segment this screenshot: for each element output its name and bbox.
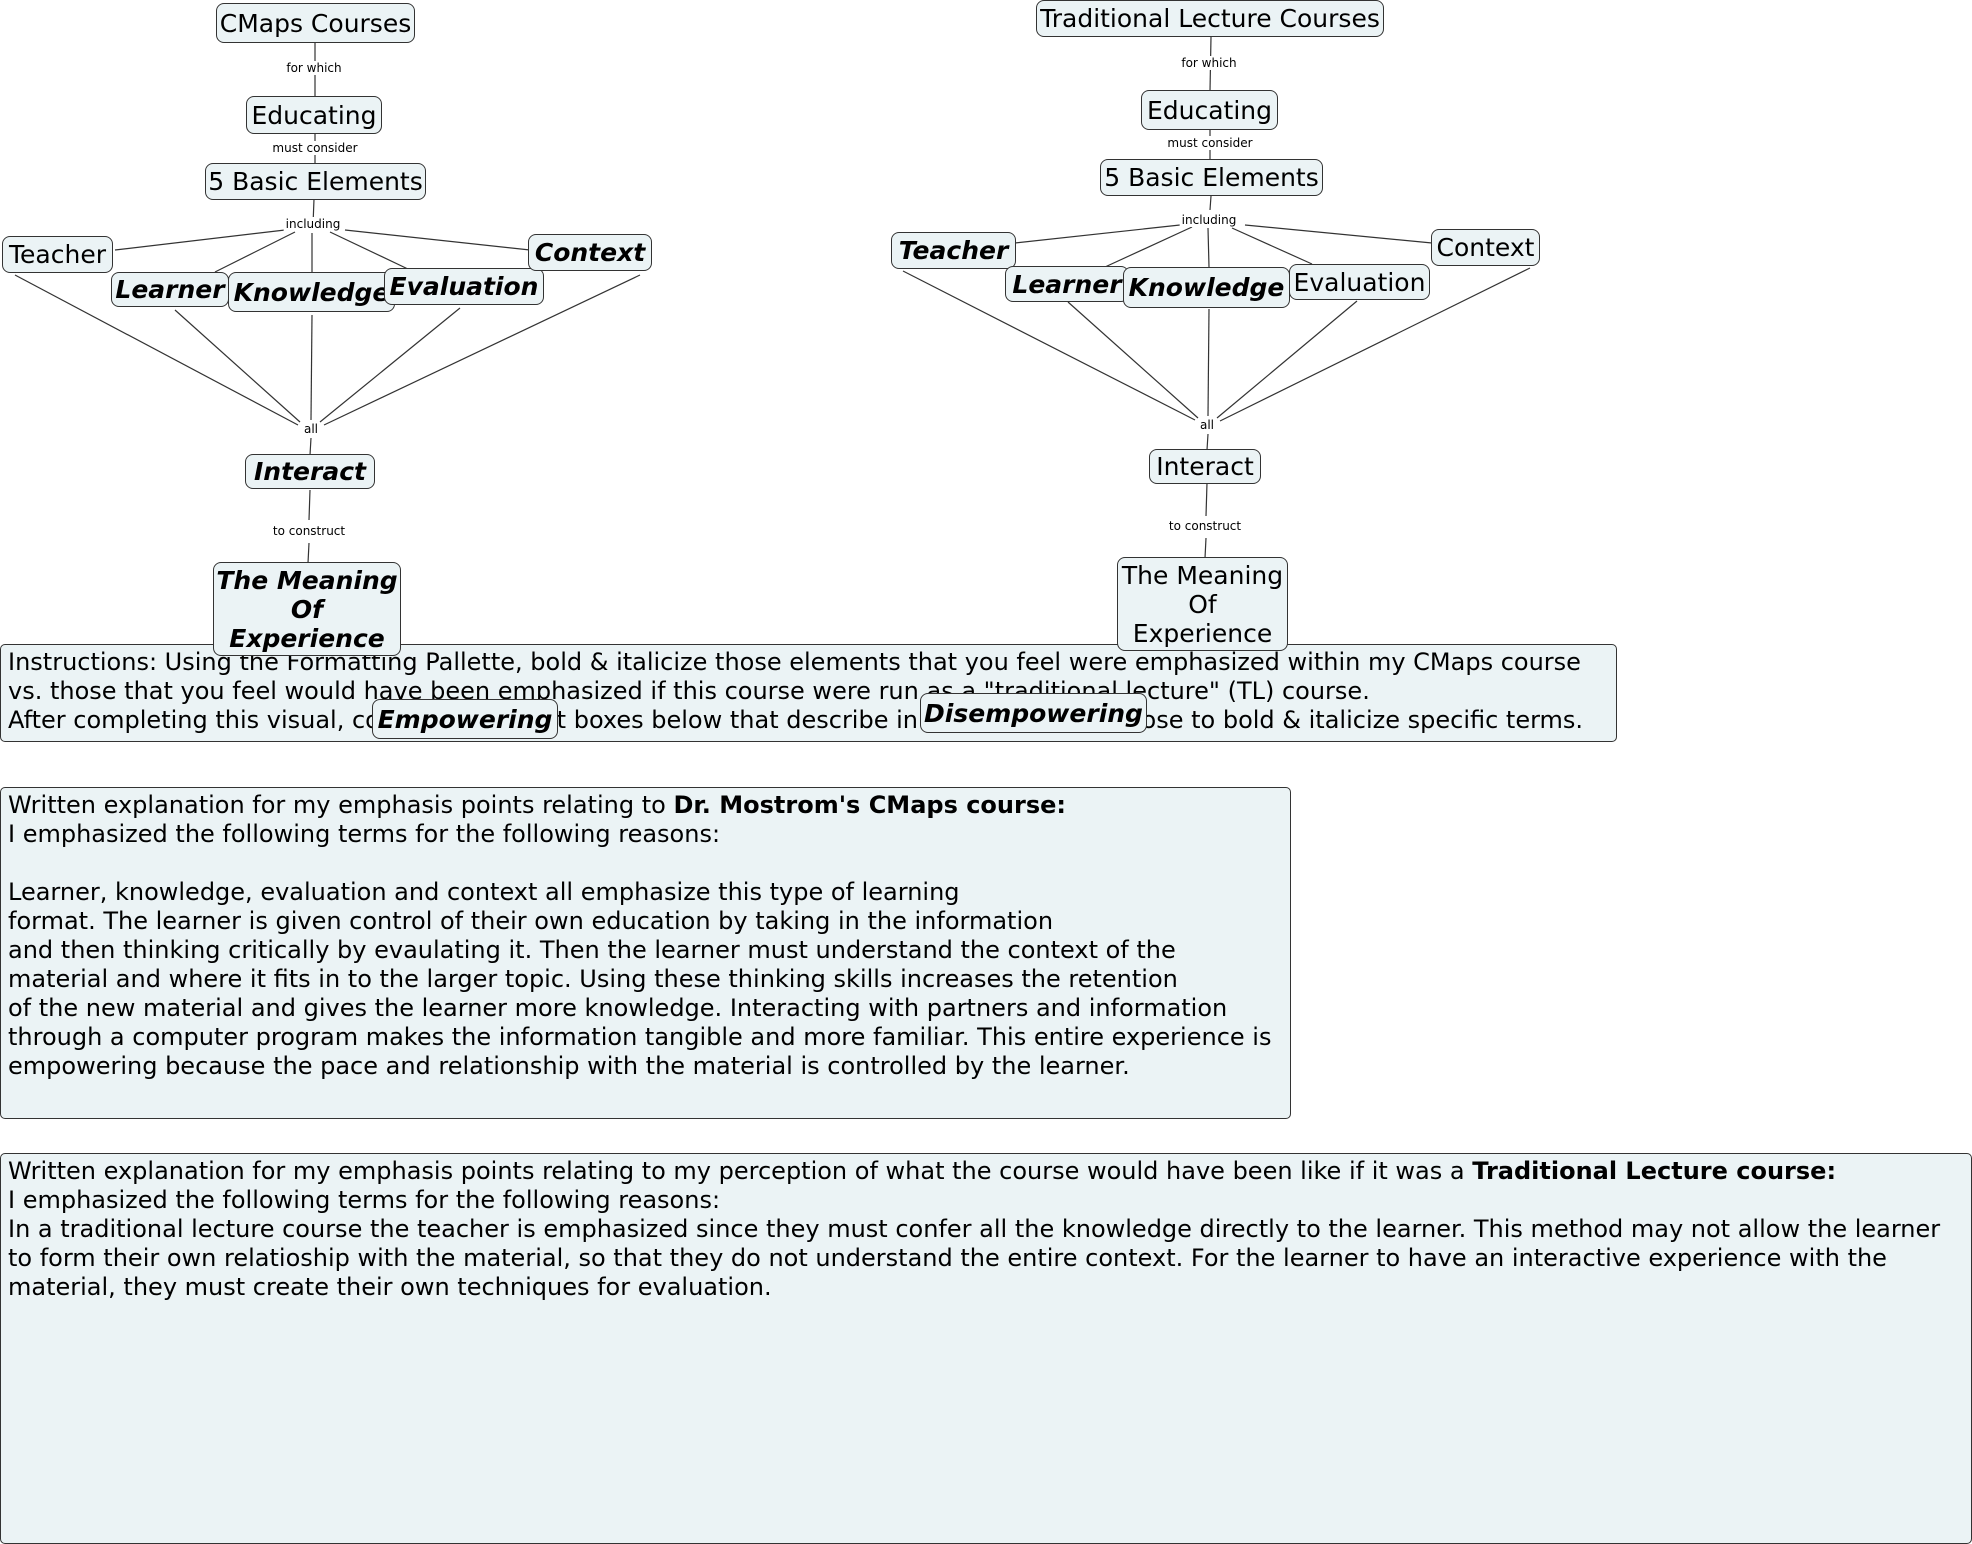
paragraph-line: In a traditional lecture course the teac… bbox=[8, 1215, 1941, 1243]
concept-meaning-of-experience[interactable]: The Meaning Of Experience bbox=[213, 562, 401, 656]
paragraph-line: through a computer program makes the inf… bbox=[8, 1023, 1272, 1051]
concept-educating[interactable]: Educating bbox=[1141, 90, 1278, 130]
cmaps-explanation-heading: Written explanation for my emphasis poin… bbox=[8, 791, 1067, 819]
link-line bbox=[1014, 224, 1181, 244]
concept-interact[interactable]: Interact bbox=[245, 454, 375, 489]
link-label-including: including bbox=[1179, 213, 1239, 227]
meaning-line-1: The Meaning bbox=[1121, 560, 1284, 590]
link-line bbox=[309, 437, 312, 456]
link-line bbox=[1204, 537, 1207, 559]
concept-evaluation[interactable]: Evaluation bbox=[384, 268, 544, 305]
link-line bbox=[308, 489, 311, 521]
link-label-for-which: for which bbox=[1179, 56, 1239, 70]
link-label-all: all bbox=[301, 422, 321, 436]
meaning-line-3: Experience bbox=[1132, 618, 1273, 648]
concept-learner[interactable]: Learner bbox=[111, 272, 229, 307]
paragraph-line: Learner, knowledge, evaluation and conte… bbox=[8, 878, 960, 906]
link-line bbox=[1067, 301, 1199, 419]
instructions-line-3: After completing this visual, complete t… bbox=[8, 706, 1584, 734]
link-line bbox=[1104, 226, 1193, 268]
link-line bbox=[1219, 267, 1531, 422]
meaning-line-3: Experience bbox=[229, 623, 385, 653]
concept-5-basic-elements[interactable]: 5 Basic Elements bbox=[1100, 159, 1323, 196]
link-label-all: all bbox=[1197, 418, 1217, 432]
link-line bbox=[1231, 227, 1313, 265]
paragraph-line: and then thinking critically by evaulati… bbox=[8, 936, 1176, 964]
link-line bbox=[307, 542, 310, 564]
paragraph-line: material, they must create their own tec… bbox=[8, 1273, 772, 1301]
concept-educating[interactable]: Educating bbox=[246, 96, 382, 134]
link-label-to-construct: to construct bbox=[270, 524, 348, 538]
link-line bbox=[310, 314, 313, 421]
meaning-line-2: Of bbox=[290, 594, 324, 624]
paragraph-line: to form their own relatioship with the m… bbox=[8, 1244, 1887, 1272]
link-label-including: including bbox=[283, 217, 343, 231]
link-line bbox=[329, 231, 411, 271]
tl-explanation-heading: Written explanation for my emphasis poin… bbox=[8, 1157, 1837, 1185]
tl-explanation-box[interactable]: Written explanation for my emphasis poin… bbox=[0, 1153, 1972, 1544]
link-line bbox=[114, 229, 286, 251]
link-label-for-which: for which bbox=[284, 61, 344, 75]
concept-knowledge[interactable]: Knowledge bbox=[1123, 267, 1290, 308]
concept-meaning-of-experience[interactable]: The Meaning Of Experience bbox=[1117, 557, 1288, 651]
instructions-line-2: vs. those that you feel would have been … bbox=[8, 677, 1370, 705]
link-line bbox=[174, 309, 301, 423]
concept-cmaps-courses[interactable]: CMaps Courses bbox=[216, 3, 415, 43]
paragraph-line: empowering because the pace and relation… bbox=[8, 1052, 1130, 1080]
cmaps-explanation-intro: I emphasized the following terms for the… bbox=[8, 820, 721, 848]
meaning-line-2: Of bbox=[1188, 589, 1217, 619]
blank-line bbox=[8, 849, 1283, 878]
link-line bbox=[344, 229, 531, 251]
tl-explanation-intro: I emphasized the following terms for the… bbox=[8, 1186, 721, 1214]
link-line bbox=[1205, 482, 1208, 517]
concept-teacher[interactable]: Teacher bbox=[891, 232, 1016, 269]
link-line bbox=[14, 274, 299, 426]
link-line bbox=[1209, 195, 1212, 211]
link-line bbox=[1207, 227, 1210, 268]
paragraph-line: format. The learner is given control of … bbox=[8, 907, 1054, 935]
cmaps-explanation-box[interactable]: Written explanation for my emphasis poin… bbox=[0, 787, 1291, 1119]
concept-context[interactable]: Context bbox=[1431, 229, 1540, 266]
concept-5-basic-elements[interactable]: 5 Basic Elements bbox=[205, 163, 426, 200]
concept-evaluation[interactable]: Evaluation bbox=[1289, 264, 1430, 300]
concept-empowering[interactable]: Empowering bbox=[372, 699, 558, 739]
concept-context[interactable]: Context bbox=[528, 234, 652, 271]
link-line bbox=[319, 307, 461, 423]
concept-knowledge[interactable]: Knowledge bbox=[228, 272, 395, 312]
link-line bbox=[323, 274, 641, 426]
concept-interact[interactable]: Interact bbox=[1149, 449, 1261, 484]
concept-teacher[interactable]: Teacher bbox=[2, 236, 113, 273]
link-label-must-consider: must consider bbox=[1165, 136, 1255, 150]
link-line bbox=[902, 270, 1196, 421]
link-line bbox=[214, 231, 296, 273]
link-label-to-construct: to construct bbox=[1166, 519, 1244, 533]
concept-traditional-lecture-courses[interactable]: Traditional Lecture Courses bbox=[1036, 0, 1384, 37]
link-line bbox=[1216, 300, 1358, 419]
paragraph-line: of the new material and gives the learne… bbox=[8, 994, 1228, 1022]
link-line bbox=[1207, 308, 1210, 417]
instructions-box[interactable]: Instructions: Using the Formatting Palle… bbox=[0, 644, 1617, 742]
concept-disempowering[interactable]: Disempowering bbox=[920, 693, 1147, 733]
paragraph-line: material and where it fits in to the lar… bbox=[8, 965, 1178, 993]
concept-learner[interactable]: Learner bbox=[1005, 266, 1129, 302]
link-line bbox=[1206, 433, 1209, 451]
link-line bbox=[1244, 224, 1433, 244]
meaning-line-1: The Meaning bbox=[216, 565, 398, 595]
link-label-must-consider: must consider bbox=[270, 141, 360, 155]
